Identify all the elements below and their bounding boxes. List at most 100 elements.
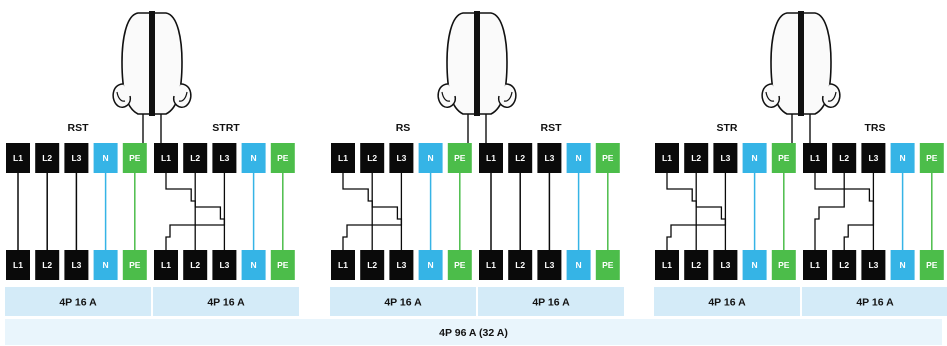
- terminal-label: L1: [486, 260, 496, 270]
- phase-sequence-label: TRS: [865, 122, 886, 134]
- terminal-pe-output: PE: [919, 250, 944, 280]
- phase-sequence-label: STRT: [212, 122, 240, 134]
- terminal-label: L1: [13, 260, 23, 270]
- terminal-label: L2: [42, 260, 52, 270]
- terminal-l2-input: L2: [183, 143, 208, 173]
- terminal-pe-output: PE: [270, 250, 295, 280]
- terminal-label: L2: [190, 260, 200, 270]
- terminal-l3-input: L3: [713, 143, 738, 173]
- outlet-rating-label: 4P 16 A: [532, 297, 570, 309]
- outlet-rating-panel: 4P 16 A: [330, 287, 476, 316]
- terminal-label: N: [752, 153, 758, 163]
- terminal-l2-input: L2: [832, 143, 857, 173]
- terminal-l2-output: L2: [35, 250, 60, 280]
- terminal-label: L2: [515, 153, 525, 163]
- terminal-l1-input: L1: [803, 143, 827, 173]
- terminal-label: N: [103, 260, 109, 270]
- terminal-label: N: [576, 260, 582, 270]
- terminal-l2-input: L2: [684, 143, 709, 173]
- wallbox-charger-icon: [437, 11, 517, 143]
- charger-wires-2: [342, 173, 609, 250]
- terminal-label: L2: [691, 153, 701, 163]
- phase-sequence-label: RST: [541, 122, 563, 134]
- terminal-label: L3: [868, 260, 878, 270]
- terminal-label: L3: [396, 260, 406, 270]
- terminal-n-input: N: [241, 143, 266, 173]
- terminal-label: PE: [129, 153, 141, 163]
- terminal-label: L2: [839, 153, 849, 163]
- terminal-l1-input: L1: [6, 143, 30, 173]
- wallbox-charger-icon: [112, 11, 192, 143]
- phase-crossover-wire: [342, 173, 373, 250]
- wallbox-charger-icon: [761, 11, 841, 143]
- terminal-label: PE: [602, 260, 614, 270]
- terminal-pe-output: PE: [447, 250, 472, 280]
- terminal-label: PE: [454, 260, 466, 270]
- outlet-rating-label: 4P 16 A: [384, 297, 422, 309]
- terminal-label: N: [900, 260, 906, 270]
- terminal-label: L2: [190, 153, 200, 163]
- terminal-label: PE: [277, 260, 289, 270]
- terminal-label: L3: [544, 260, 554, 270]
- terminal-label: L3: [720, 260, 730, 270]
- terminal-l3-input: L3: [212, 143, 237, 173]
- terminal-label: L1: [338, 153, 348, 163]
- terminal-label: N: [576, 153, 582, 163]
- terminal-label: L3: [219, 260, 229, 270]
- terminal-pe-input: PE: [771, 143, 796, 173]
- terminal-label: N: [103, 153, 109, 163]
- terminal-n-output: N: [241, 250, 266, 280]
- terminal-pe-output: PE: [771, 250, 796, 280]
- terminal-label: N: [428, 153, 434, 163]
- terminal-label: PE: [129, 260, 141, 270]
- terminal-l1-input: L1: [479, 143, 503, 173]
- phase-crossover-wire: [342, 173, 403, 250]
- terminal-l1-output: L1: [655, 250, 679, 280]
- terminal-pe-input: PE: [595, 143, 620, 173]
- phase-crossover-wire: [194, 173, 226, 250]
- terminal-l3-output: L3: [389, 250, 414, 280]
- terminal-label: N: [752, 260, 758, 270]
- terminal-pe-input: PE: [122, 143, 147, 173]
- terminal-n-output: N: [566, 250, 591, 280]
- phase-crossover-wire: [695, 173, 727, 250]
- terminal-label: L1: [161, 260, 171, 270]
- outlet-rating-label: 4P 16 A: [856, 297, 894, 309]
- terminal-l1-output: L1: [154, 250, 178, 280]
- phase-sequence-label: STR: [717, 122, 738, 134]
- terminal-label: L2: [42, 153, 52, 163]
- total-rating-bar: [5, 319, 942, 345]
- terminal-l1-output: L1: [803, 250, 827, 280]
- terminal-l3-output: L3: [537, 250, 562, 280]
- terminal-l1-output: L1: [6, 250, 30, 280]
- terminal-label: L2: [515, 260, 525, 270]
- terminal-label: PE: [778, 260, 790, 270]
- terminal-l3-output: L3: [64, 250, 89, 280]
- terminal-l2-output: L2: [684, 250, 709, 280]
- terminal-label: PE: [926, 153, 938, 163]
- terminal-pe-output: PE: [122, 250, 147, 280]
- terminal-n-output: N: [890, 250, 915, 280]
- terminal-label: L2: [367, 260, 377, 270]
- outlet-rating-panel: 4P 16 A: [478, 287, 624, 316]
- terminal-l3-output: L3: [713, 250, 738, 280]
- terminal-label: N: [251, 153, 257, 163]
- terminal-label: N: [251, 260, 257, 270]
- terminal-label: L3: [868, 153, 878, 163]
- terminal-label: L3: [219, 153, 229, 163]
- terminal-l1-output: L1: [331, 250, 355, 280]
- phase-crossover-wire: [843, 173, 875, 250]
- terminal-l2-output: L2: [508, 250, 533, 280]
- terminal-label: L2: [691, 260, 701, 270]
- total-panel: 4P 96 A (32 A): [5, 319, 942, 345]
- terminal-l3-output: L3: [861, 250, 886, 280]
- outlet-rating-label: 4P 16 A: [708, 297, 746, 309]
- terminal-label: L1: [662, 260, 672, 270]
- terminal-pe-input: PE: [919, 143, 944, 173]
- terminal-label: L1: [810, 153, 820, 163]
- terminal-n-input: N: [93, 143, 118, 173]
- terminal-l1-input: L1: [655, 143, 679, 173]
